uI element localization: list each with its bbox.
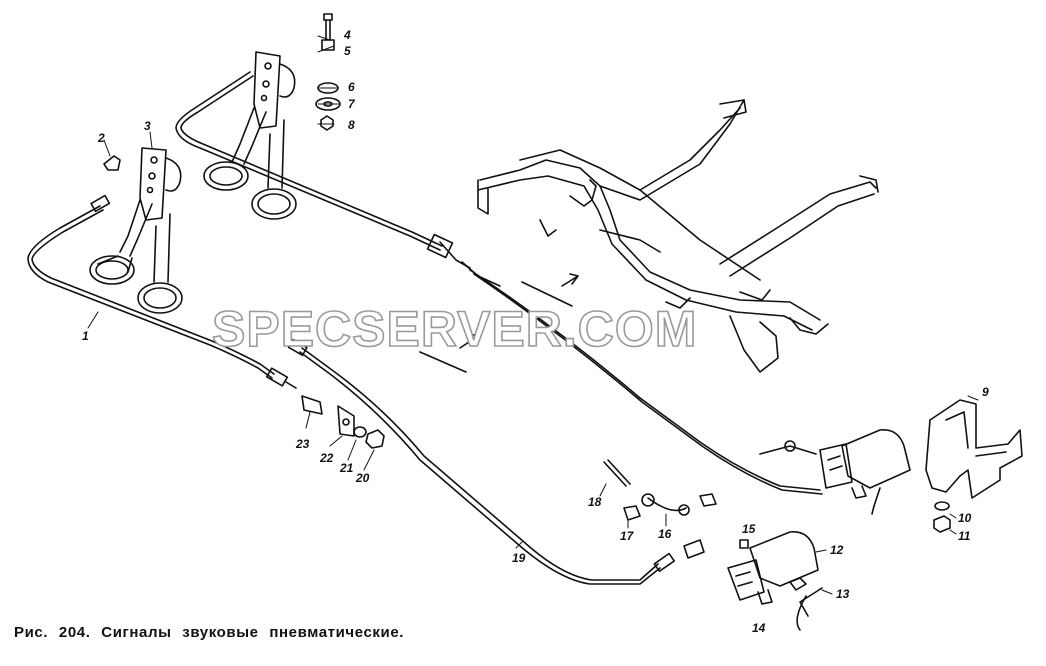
part-labels: 4 5 6 7 8 3 2 1 9 10 11 12 13 14 15 16 1… (82, 28, 989, 635)
tube-upper (175, 71, 823, 495)
wire-14 (796, 595, 807, 631)
label-12: 12 (830, 543, 844, 557)
bracket-22 (337, 405, 355, 437)
label-11: 11 (958, 529, 971, 543)
label-10: 10 (958, 511, 972, 525)
label-3: 3 (144, 119, 151, 133)
label-19: 19 (512, 551, 526, 565)
horn-right (203, 51, 297, 220)
leader-lines (87, 35, 979, 595)
washer-21 (353, 426, 367, 438)
label-5: 5 (344, 44, 351, 58)
valve-12 (727, 531, 819, 605)
fitting-17 (623, 505, 641, 521)
label-1: 1 (82, 329, 89, 343)
label-16: 16 (658, 527, 672, 541)
chassis-frame (477, 99, 879, 373)
horn-3 (89, 147, 183, 314)
fasteners-4-8 (315, 13, 341, 131)
bolt-11 (933, 515, 951, 533)
figure-caption: Рис. 204. Сигналы звуковые пневматически… (14, 624, 405, 641)
bolt-2 (103, 155, 121, 171)
watermark: SPECSERVER.COM (211, 300, 698, 358)
label-21: 21 (339, 461, 354, 475)
label-8: 8 (348, 118, 355, 132)
label-6: 6 (348, 80, 355, 94)
label-17: 17 (620, 529, 635, 543)
label-7: 7 (348, 97, 356, 111)
label-20: 20 (355, 471, 370, 485)
label-18: 18 (588, 495, 602, 509)
bolt-18 (603, 459, 631, 487)
bracket-9 (925, 399, 1023, 499)
arrow-upper (521, 281, 573, 307)
wire-13 (799, 587, 823, 617)
valve-upper (759, 429, 911, 515)
arrow-lower (419, 351, 467, 373)
label-9: 9 (982, 385, 989, 399)
label-14: 14 (752, 621, 766, 635)
label-2: 2 (97, 131, 105, 145)
washer-10 (934, 501, 950, 511)
tube-19 (287, 338, 676, 585)
hose-16 (647, 497, 687, 512)
label-23: 23 (295, 437, 310, 451)
nut-15 (739, 539, 749, 549)
nut-20 (365, 429, 385, 449)
label-13: 13 (836, 587, 850, 601)
label-22: 22 (319, 451, 334, 465)
label-15: 15 (742, 522, 756, 536)
tube-1 (27, 194, 297, 389)
label-4: 4 (343, 28, 351, 42)
fitting-23 (301, 395, 323, 415)
